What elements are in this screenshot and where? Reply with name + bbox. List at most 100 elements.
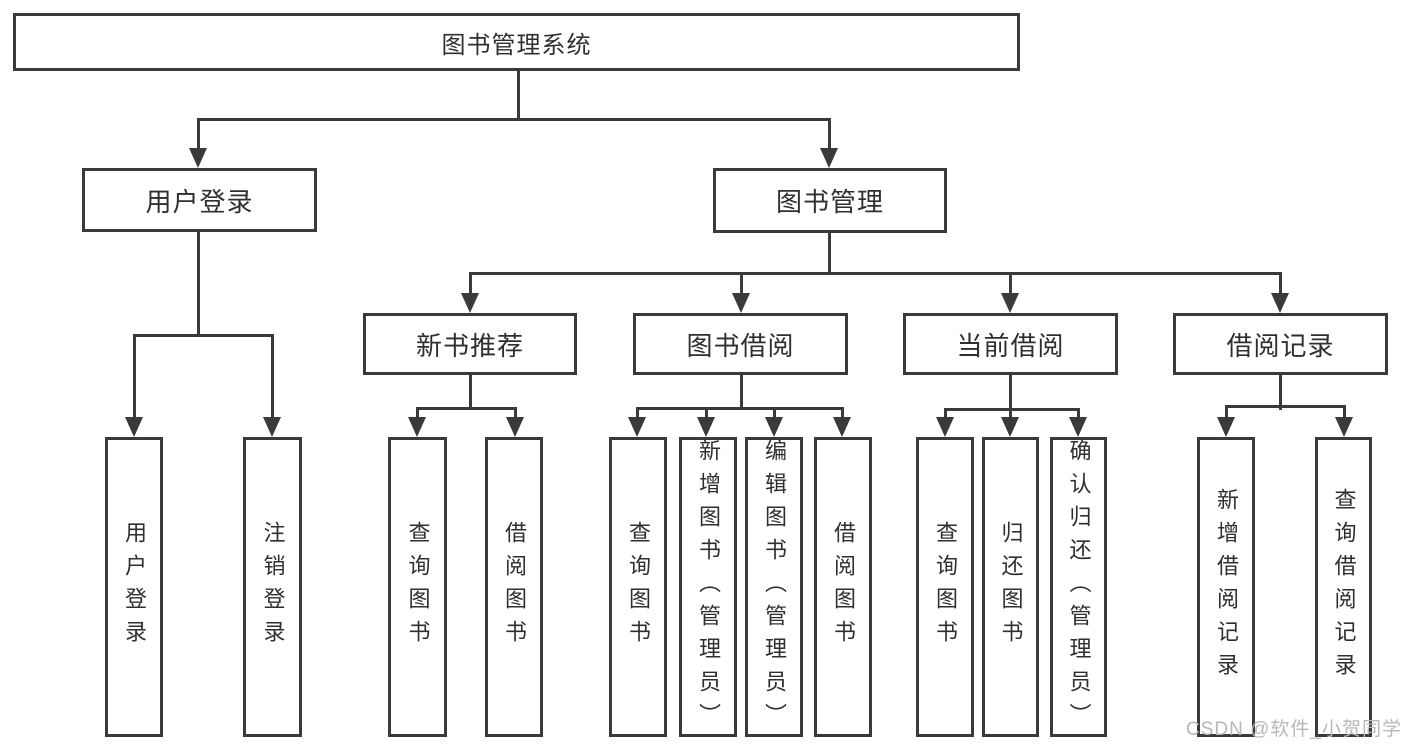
connector-rail-user-login — [133, 334, 274, 337]
node-book-borrowing: 图书借阅 — [633, 313, 848, 375]
connector-rail-new-book — [416, 407, 517, 410]
leaf-query-borrow-record: 查询借阅记录 — [1315, 437, 1372, 737]
arrow-to-user-login — [189, 120, 207, 168]
leaf-query-books-recommend-label: 查询图书 — [405, 521, 431, 653]
arrow-to-leaf-query-record — [1335, 407, 1353, 437]
node-book-borrowing-label: 图书借阅 — [686, 330, 795, 361]
arrow-head — [1001, 293, 1019, 313]
arrow-to-new-book — [461, 274, 479, 313]
node-current-borrowing-label: 当前借阅 — [956, 330, 1065, 361]
leaf-query-books-current: 查询图书 — [916, 437, 974, 737]
arrow-shaft — [1077, 410, 1080, 421]
leaf-query-books-borrowing-label: 查询图书 — [626, 521, 651, 653]
connector-stem-root — [517, 70, 520, 121]
connector-rail-current-borrowing — [944, 408, 1080, 411]
arrow-shaft — [944, 410, 947, 421]
connector-rail-borrowing-records — [1225, 405, 1346, 408]
arrow-to-leaf-confirm-return — [1069, 410, 1087, 437]
leaf-add-books-admin-label: 新增图书（管理员） — [696, 438, 721, 736]
leaf-confirm-return-admin-label: 确认归还（管理员） — [1066, 438, 1092, 736]
arrow-shaft — [841, 409, 844, 421]
leaf-confirm-return-admin: 确认归还（管理员） — [1050, 437, 1107, 737]
node-new-book-recommendation: 新书推荐 — [363, 313, 577, 375]
arrow-head — [125, 417, 143, 437]
arrow-shaft — [197, 120, 200, 152]
arrow-head — [1001, 417, 1019, 437]
arrow-to-leaf-add-record — [1217, 407, 1235, 437]
csdn-watermark: CSDN @软件_小贺同学 — [1186, 719, 1402, 740]
leaf-edit-books-admin-label: 编辑图书（管理员） — [762, 438, 787, 736]
node-book-management: 图书管理 — [713, 168, 947, 233]
arrow-shaft — [1009, 410, 1012, 421]
connector-rail-book-borrowing — [636, 407, 844, 410]
leaf-logout: 注销登录 — [243, 437, 302, 737]
arrow-shaft — [705, 409, 708, 421]
arrow-to-leaf-edit-books — [765, 409, 783, 437]
leaf-query-books-borrowing: 查询图书 — [609, 437, 667, 737]
node-library-system: 图书管理系统 — [13, 13, 1020, 71]
arrow-shaft — [828, 120, 831, 152]
arrow-head — [732, 293, 750, 313]
arrow-to-borrowing-records — [1271, 274, 1289, 313]
connector-stem-new-book — [469, 375, 472, 410]
connector-stem-book-management — [828, 233, 831, 275]
arrow-head — [408, 417, 426, 437]
leaf-user-login-label: 用户登录 — [122, 521, 147, 653]
arrow-head — [461, 293, 479, 313]
arrow-to-book-management — [820, 120, 838, 168]
leaf-add-borrow-record: 新增借阅记录 — [1197, 437, 1255, 737]
arrow-shaft — [514, 409, 517, 421]
connector-stem-current-borrowing — [1009, 375, 1012, 411]
connector-stem-book-borrowing — [740, 375, 743, 410]
arrow-to-leaf-return-books — [1001, 410, 1019, 437]
leaf-query-books-recommend: 查询图书 — [388, 437, 447, 737]
connector-stem-user-login — [197, 231, 200, 337]
node-user-login-label: 用户登录 — [145, 186, 254, 217]
connector-rail-level2 — [197, 118, 831, 121]
connector-stem-borrowing-records — [1279, 375, 1282, 410]
leaf-borrow-books-recommend-label: 借阅图书 — [502, 521, 527, 653]
leaf-user-login: 用户登录 — [105, 437, 163, 737]
arrow-to-leaf-borrow-recommend — [506, 409, 524, 437]
arrow-to-leaf-add-books — [697, 409, 715, 437]
arrow-head — [936, 417, 954, 437]
arrow-to-book-borrowing — [732, 274, 750, 313]
leaf-add-books-admin: 新增图书（管理员） — [679, 437, 737, 737]
arrow-head — [833, 417, 851, 437]
arrow-head — [1217, 417, 1235, 437]
arrow-to-leaf-query-current — [936, 410, 954, 437]
arrow-head — [1335, 417, 1353, 437]
leaf-add-borrow-record-label: 新增借阅记录 — [1214, 488, 1239, 686]
arrow-head — [820, 148, 838, 168]
node-borrowing-records-label: 借阅记录 — [1226, 330, 1335, 361]
arrow-head — [765, 417, 783, 437]
arrow-to-leaf-query-recommend — [408, 409, 426, 437]
node-library-system-label: 图书管理系统 — [441, 31, 592, 59]
leaf-query-books-current-label: 查询图书 — [933, 521, 958, 653]
arrow-shaft — [636, 409, 639, 421]
node-new-book-recommendation-label: 新书推荐 — [415, 330, 524, 361]
node-user-login: 用户登录 — [82, 168, 317, 232]
arrow-head — [263, 417, 281, 437]
connector-rail-book-management — [469, 272, 1282, 275]
arrow-shaft — [133, 336, 136, 421]
leaf-borrow-books: 借阅图书 — [814, 437, 872, 737]
arrow-head — [628, 417, 646, 437]
arrow-head — [1069, 417, 1087, 437]
arrow-head — [189, 148, 207, 168]
arrow-shaft — [271, 336, 274, 421]
leaf-return-books: 归还图书 — [982, 437, 1039, 737]
arrow-to-leaf-logout — [263, 336, 281, 437]
arrow-shaft — [416, 409, 419, 421]
arrow-to-leaf-user-login — [125, 336, 143, 437]
arrow-shaft — [469, 274, 472, 297]
arrow-shaft — [1009, 274, 1012, 297]
leaf-edit-books-admin: 编辑图书（管理员） — [745, 437, 803, 737]
arrow-to-leaf-query-borrowing — [628, 409, 646, 437]
node-current-borrowing: 当前借阅 — [903, 313, 1118, 375]
arrow-to-current-borrowing — [1001, 274, 1019, 313]
arrow-to-leaf-borrow-books — [833, 409, 851, 437]
arrow-shaft — [1343, 407, 1346, 421]
node-borrowing-records: 借阅记录 — [1173, 313, 1388, 375]
